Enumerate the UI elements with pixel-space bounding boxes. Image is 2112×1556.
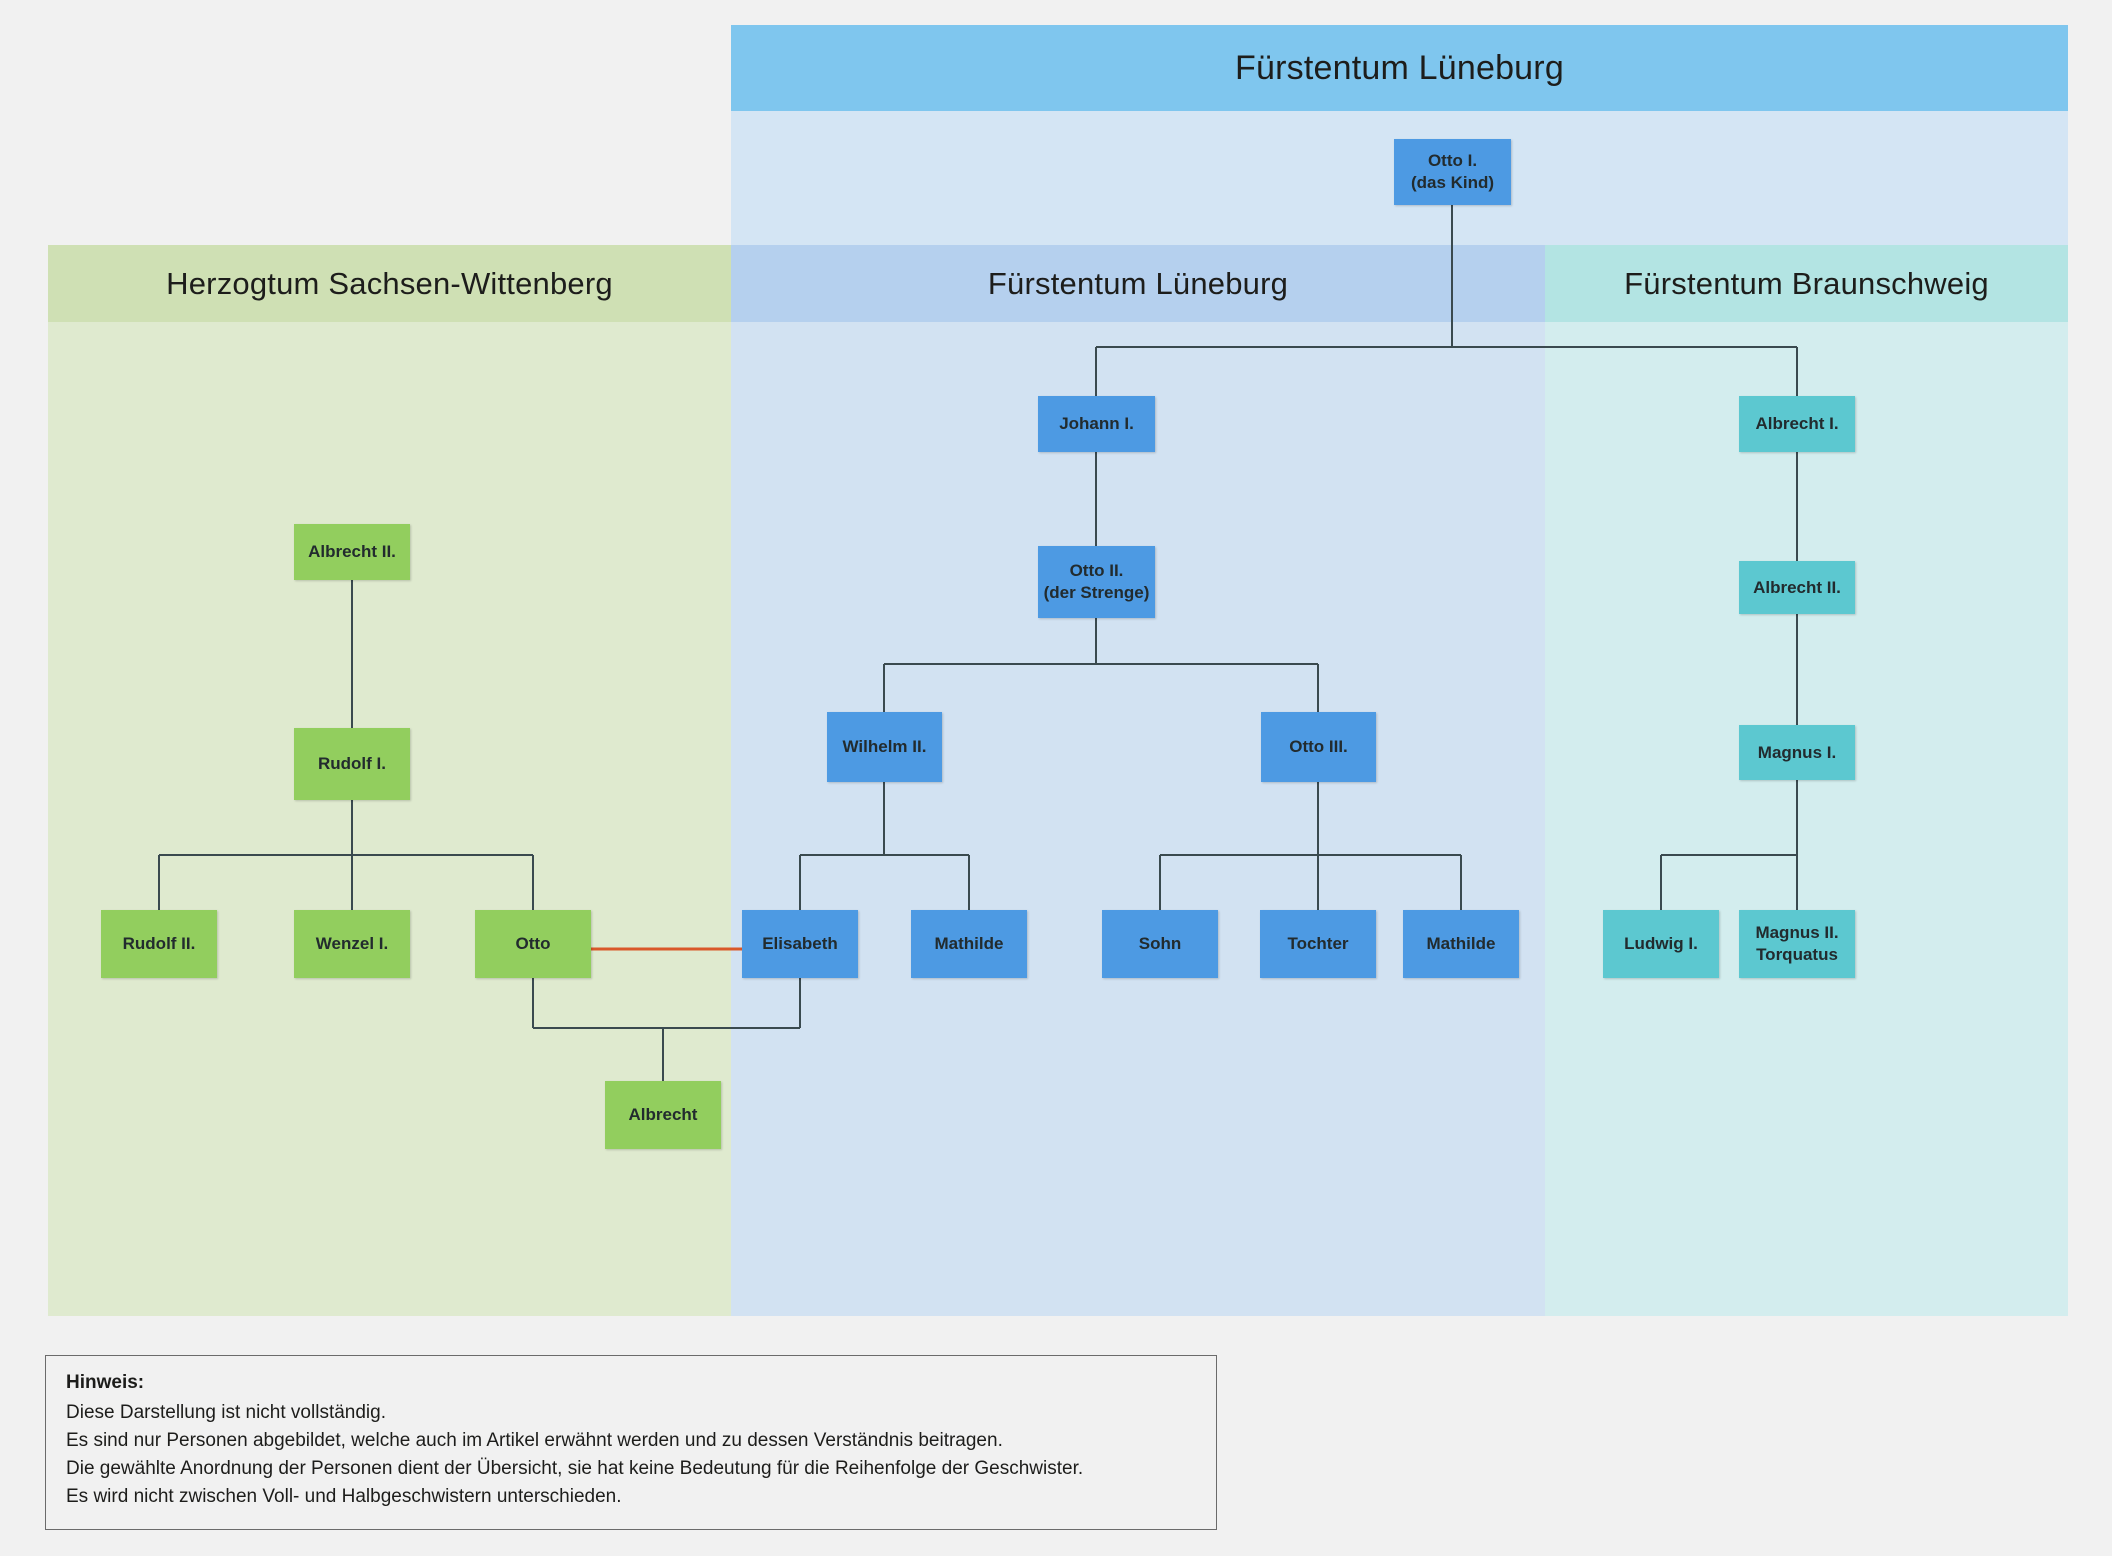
note-title: Hinweis: bbox=[66, 1372, 145, 1393]
lane-body-braunschweig bbox=[1545, 322, 2068, 1316]
node-otto-sachsen[interactable]: Otto bbox=[475, 910, 591, 978]
node-albrecht-sachsen[interactable]: Albrecht bbox=[605, 1081, 721, 1149]
node-mathilde-wilhelm[interactable]: Mathilde bbox=[911, 910, 1027, 978]
lane-title-sachsen-wittenberg: Herzogtum Sachsen-Wittenberg bbox=[166, 265, 613, 301]
lane-body-sachsen-wittenberg bbox=[48, 322, 731, 1316]
node-elisabeth[interactable]: Elisabeth bbox=[742, 910, 858, 978]
note-line-4: Es wird nicht zwischen Voll- und Halbges… bbox=[66, 1485, 622, 1507]
lane-title-braunschweig: Fürstentum Braunschweig bbox=[1624, 265, 1989, 301]
node-wenzel-i[interactable]: Wenzel I. bbox=[294, 910, 410, 978]
note-line-1: Diese Darstellung ist nicht vollständig. bbox=[66, 1402, 386, 1423]
node-mathilde-otto[interactable]: Mathilde bbox=[1403, 910, 1519, 978]
node-otto-iii[interactable]: Otto III. bbox=[1261, 712, 1376, 782]
node-albrecht-ii-sachsen[interactable]: Albrecht II. bbox=[294, 524, 410, 580]
node-johann-i[interactable]: Johann I. bbox=[1038, 396, 1155, 452]
node-ludwig-i[interactable]: Ludwig I. bbox=[1603, 910, 1719, 978]
node-rudolf-ii[interactable]: Rudolf II. bbox=[101, 910, 217, 978]
node-magnus-i[interactable]: Magnus I. bbox=[1739, 725, 1855, 780]
lane-body-luneburg bbox=[731, 322, 1545, 1316]
note-line-3: Die gewählte Anordnung der Personen dien… bbox=[66, 1457, 1084, 1479]
node-albrecht-ii-braunschweig[interactable]: Albrecht II. bbox=[1739, 561, 1855, 614]
lane-header-sachsen-wittenberg[interactable]: Herzogtum Sachsen-Wittenberg bbox=[48, 245, 731, 322]
node-rudolf-i[interactable]: Rudolf I. bbox=[294, 728, 410, 800]
lane-title-luneburg: Fürstentum Lüneburg bbox=[987, 265, 1289, 301]
node-sohn[interactable]: Sohn bbox=[1102, 910, 1218, 978]
hinweis-note-box: Hinweis: Diese Darstellung ist nicht vol… bbox=[45, 1355, 1217, 1530]
lane-header-luneburg[interactable]: Fürstentum Lüneburg bbox=[731, 245, 1545, 322]
node-otto-i[interactable]: Otto I. (das Kind) bbox=[1394, 139, 1511, 205]
node-wilhelm-ii[interactable]: Wilhelm II. bbox=[827, 712, 942, 782]
node-albrecht-i-braunschweig[interactable]: Albrecht I. bbox=[1739, 396, 1855, 452]
note-line-2: Es sind nur Personen abgebildet, welche … bbox=[66, 1429, 1003, 1451]
node-otto-ii[interactable]: Otto II. (der Strenge) bbox=[1038, 546, 1155, 618]
node-magnus-ii[interactable]: Magnus II. Torquatus bbox=[1739, 910, 1855, 978]
lane-title-luneburg-top: Fürstentum Lüneburg bbox=[1235, 48, 1564, 87]
lane-header-luneburg-top: Fürstentum Lüneburg bbox=[731, 25, 2068, 111]
lane-header-braunschweig[interactable]: Fürstentum Braunschweig bbox=[1545, 245, 2068, 322]
node-tochter[interactable]: Tochter bbox=[1260, 910, 1376, 978]
